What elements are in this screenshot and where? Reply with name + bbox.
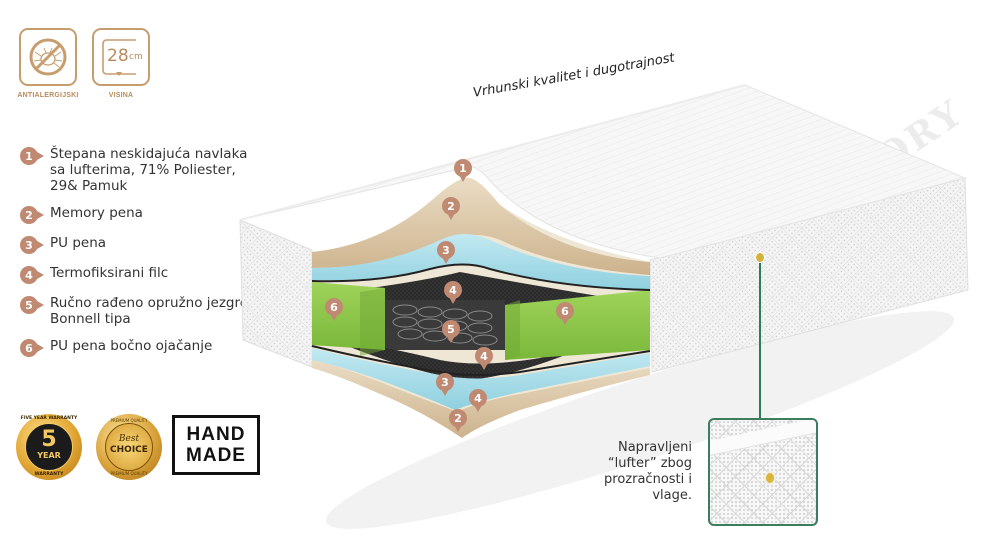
height-value: 28 (107, 46, 129, 66)
legend-number-badge: 3 (20, 236, 44, 254)
warranty-top-text: FIVE YEAR WARRANTY (20, 416, 78, 421)
five-year-warranty-badge: FIVE YEAR WARRANTY 5 YEAR WARRANTY (16, 414, 82, 480)
fabric-seam (710, 420, 816, 458)
choice-bottom-text: PREMIUM QUALITY (110, 471, 148, 476)
no-mite-icon (29, 38, 67, 76)
warranty-year-text: YEAR (37, 451, 61, 460)
legend-text: Štepana neskidajuća navlaka sa lufterima… (50, 146, 248, 194)
callout-connector-line (759, 258, 761, 418)
height-label: VISINA (108, 92, 134, 99)
diagram-marker: 5 (447, 323, 455, 336)
air-vent-marker-icon (755, 252, 765, 263)
diagram-marker: 4 (449, 284, 457, 297)
warranty-bottom-text: WARRANTY (34, 472, 64, 477)
height-icon (102, 39, 136, 76)
handmade-line1: HAND (186, 424, 246, 445)
warranty-number: 5 (41, 427, 57, 452)
diagram-marker: 6 (330, 301, 338, 314)
choice-top-text: PREMIUM QUALITY (110, 418, 148, 423)
choice-main-text: CHOICE (110, 445, 148, 455)
legend-text: Termofiksirani filc (50, 265, 169, 281)
legend-text: PU pena bočno ojačanje (50, 338, 213, 354)
choice-inner (105, 423, 153, 471)
warranty-inner (25, 423, 73, 471)
legend-number-badge: 5 (20, 296, 44, 314)
legend-item: 2 Memory pena (20, 205, 260, 224)
legend-number-badge: 4 (20, 266, 44, 284)
handmade-badge: HAND MADE (172, 415, 260, 475)
legend-item: 4 Termofiksirani filc (20, 265, 260, 284)
legend-number-badge: 1 (20, 147, 44, 165)
legend-item: 3 PU pena (20, 235, 260, 254)
height-unit: cm (129, 52, 143, 62)
handmade-line2: MADE (186, 445, 246, 466)
diagram-marker: 2 (454, 412, 462, 425)
legend-number-badge: 6 (20, 339, 44, 357)
legend-item: 6 PU pena bočno ojačanje (20, 338, 260, 357)
air-vent-detail-zoom (708, 418, 818, 526)
diagram-marker: 3 (441, 376, 449, 389)
height-feature: 28 cm VISINA (90, 28, 152, 99)
diagram-marker: 2 (447, 200, 455, 213)
legend-text: PU pena (50, 235, 107, 251)
antiallergic-label: ANTIALERGIJSKI (17, 92, 79, 99)
choice-script-text: Best (118, 434, 140, 444)
diagram-marker: 4 (474, 392, 482, 405)
antiallergic-icon-box (19, 28, 77, 86)
air-vent-icon (764, 471, 776, 485)
best-choice-badge: PREMIUM QUALITY Best CHOICE PREMIUM QUAL… (96, 414, 162, 480)
diagram-marker: 6 (561, 305, 569, 318)
legend-item: 5 Ručno rađeno opružno jezgro Bonnell ti… (20, 295, 260, 327)
height-icon-box: 28 cm (92, 28, 150, 86)
diagram-marker: 4 (480, 350, 488, 363)
diagram-marker: 1 (459, 162, 467, 175)
legend-text: Ručno rađeno opružno jezgro Bonnell tipa (50, 295, 249, 327)
layer-legend: 1 Štepana neskidajuća navlaka sa lufteri… (20, 146, 260, 368)
air-vent-callout-text: Napravljeni “lufter” zbog prozračnosti i… (604, 440, 692, 503)
legend-number-badge: 2 (20, 206, 44, 224)
antiallergic-feature: ANTIALERGIJSKI (17, 28, 79, 99)
legend-text: Memory pena (50, 205, 143, 221)
legend-item: 1 Štepana neskidajuća navlaka sa lufteri… (20, 146, 260, 194)
diagram-marker: 3 (442, 244, 450, 257)
